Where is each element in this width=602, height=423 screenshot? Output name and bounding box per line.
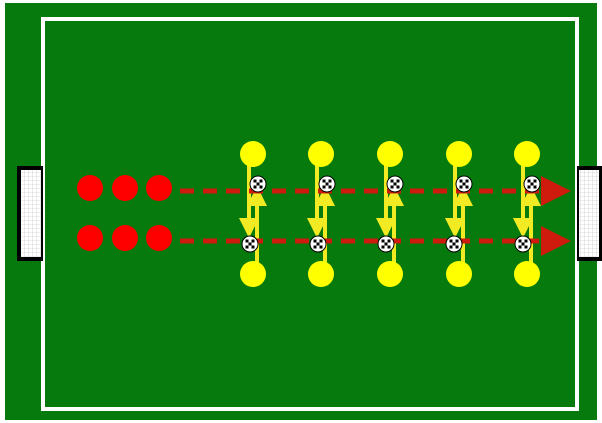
balls xyxy=(241,175,541,253)
soccer-ball xyxy=(249,175,267,193)
soccer-ball xyxy=(455,175,473,193)
soccer-ball xyxy=(386,175,404,193)
players xyxy=(77,141,540,287)
pitch-surface xyxy=(5,3,597,420)
soccer-ball xyxy=(318,175,336,193)
yellow-player xyxy=(446,261,472,287)
soccer-ball xyxy=(523,175,541,193)
soccer-ball xyxy=(377,235,395,253)
yellow-player xyxy=(377,141,403,167)
yellow-player xyxy=(514,261,540,287)
red-player xyxy=(112,175,138,201)
soccer-ball xyxy=(445,235,463,253)
red-player xyxy=(146,175,172,201)
soccer-ball xyxy=(241,235,259,253)
yellow-player xyxy=(240,261,266,287)
yellow-player xyxy=(377,261,403,287)
red-player xyxy=(77,225,103,251)
yellow-player xyxy=(240,141,266,167)
red-player xyxy=(146,225,172,251)
right-goal xyxy=(577,166,602,261)
red-player xyxy=(112,225,138,251)
soccer-ball xyxy=(309,235,327,253)
yellow-player xyxy=(308,141,334,167)
yellow-player xyxy=(308,261,334,287)
red-paths xyxy=(180,176,571,256)
left-goal xyxy=(17,166,43,261)
soccer-ball xyxy=(514,235,532,253)
yellow-player xyxy=(514,141,540,167)
yellow-player xyxy=(446,141,472,167)
red-player xyxy=(77,175,103,201)
yellow-paths xyxy=(239,164,541,264)
